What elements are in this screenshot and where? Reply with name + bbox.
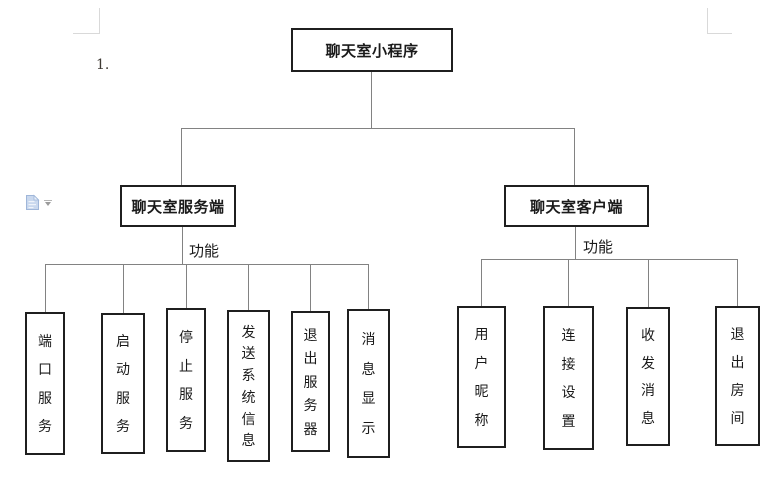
client-branch-node[interactable]: 聊天室客户端 xyxy=(504,185,649,227)
leaf-node-start-service[interactable]: 启动服务 xyxy=(101,313,145,454)
leaf-node-send-receive-messages[interactable]: 收发消息 xyxy=(626,307,670,446)
root-node-label: 聊天室小程序 xyxy=(325,41,419,60)
server-branch-label: 聊天室服务端 xyxy=(131,197,225,216)
paste-options-button[interactable] xyxy=(25,194,55,214)
leaf-label: 停止服务 xyxy=(179,329,193,433)
connector-line xyxy=(248,264,249,310)
connector-line xyxy=(648,259,649,307)
margin-corner-mark-top-left xyxy=(99,8,100,33)
connector-line xyxy=(575,227,576,259)
leaf-label: 收发消息 xyxy=(641,327,655,428)
leaf-node-exit-server[interactable]: 退出服务器 xyxy=(291,311,330,452)
margin-corner-mark-top-right xyxy=(707,33,732,34)
leaf-label: 发送系统信息 xyxy=(241,324,256,450)
leaf-node-send-system-info[interactable]: 发送系统信息 xyxy=(227,310,270,462)
leaf-node-message-display[interactable]: 消息显示 xyxy=(347,309,390,458)
paste-options-clipboard-icon xyxy=(26,194,40,210)
function-label-client: 功能 xyxy=(583,238,614,256)
margin-corner-mark-top-right xyxy=(707,8,708,33)
connector-line xyxy=(481,259,738,260)
leaf-node-port-service[interactable]: 端口服务 xyxy=(25,312,65,455)
leaf-node-user-nickname[interactable]: 用户昵称 xyxy=(457,306,506,448)
connector-line xyxy=(186,264,187,308)
connector-line xyxy=(737,259,738,306)
connector-line xyxy=(45,264,46,312)
leaf-label: 消息显示 xyxy=(361,331,376,438)
connector-line xyxy=(182,227,183,264)
leaf-node-connection-settings[interactable]: 连接设置 xyxy=(543,306,594,450)
connector-line xyxy=(568,259,569,306)
chevron-down-icon xyxy=(44,200,52,201)
root-node[interactable]: 聊天室小程序 xyxy=(291,28,453,72)
connector-line xyxy=(45,264,369,265)
leaf-label: 启动服务 xyxy=(116,334,130,435)
server-branch-node[interactable]: 聊天室服务端 xyxy=(120,185,236,227)
margin-corner-mark-top-left xyxy=(73,33,100,34)
connector-line xyxy=(371,72,372,128)
leaf-label: 端口服务 xyxy=(38,333,52,436)
connector-line xyxy=(181,128,575,129)
leaf-label: 退出服务器 xyxy=(303,327,318,438)
connector-line xyxy=(481,259,482,306)
connector-line xyxy=(123,264,124,313)
leaf-label: 用户昵称 xyxy=(474,327,489,429)
connector-line xyxy=(574,128,575,185)
leaf-label: 退出房间 xyxy=(730,327,745,427)
leaf-node-stop-service[interactable]: 停止服务 xyxy=(166,308,206,452)
connector-line xyxy=(310,264,311,311)
function-label-server: 功能 xyxy=(189,242,220,260)
chevron-down-icon xyxy=(45,202,51,206)
client-branch-label: 聊天室客户端 xyxy=(529,197,623,216)
list-number: 1. xyxy=(96,57,110,73)
leaf-node-exit-room[interactable]: 退出房间 xyxy=(715,306,760,446)
leaf-label: 连接设置 xyxy=(561,327,576,431)
connector-line xyxy=(368,264,369,309)
connector-line xyxy=(181,128,182,185)
